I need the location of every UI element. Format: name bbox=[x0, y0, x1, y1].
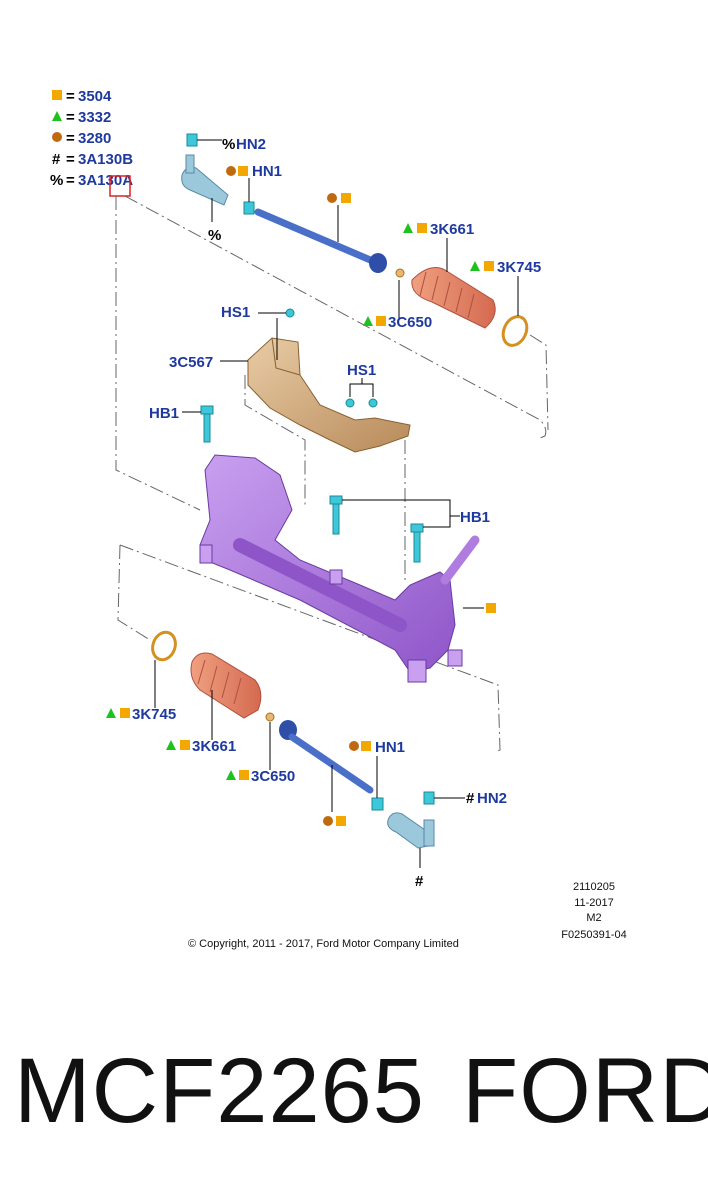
svg-text:HS1: HS1 bbox=[347, 362, 376, 379]
svg-text:3K661: 3K661 bbox=[192, 738, 236, 755]
drawing-info: 2110205 11-2017 M2 F0250391-04 bbox=[561, 881, 626, 941]
svg-text:HN2: HN2 bbox=[477, 790, 507, 807]
legend-item-circle: = 3280 bbox=[52, 130, 111, 147]
legend-item-hash: # = 3A130B bbox=[52, 151, 133, 168]
part-number: MCF2265 bbox=[14, 1040, 425, 1142]
svg-text:=: = bbox=[66, 130, 75, 147]
steering-rack-diagram: = 3504 = 3332 = 3280 # = 3A130B % = 3A13… bbox=[50, 88, 627, 950]
legend: = 3504 = 3332 = 3280 # = 3A130B % = 3A13… bbox=[50, 88, 133, 197]
heat-shield-3c567: 3C567 bbox=[169, 337, 411, 453]
svg-text:3K745: 3K745 bbox=[132, 706, 176, 723]
svg-text:3C650: 3C650 bbox=[251, 768, 295, 785]
ring-3k745-top: 3K745 bbox=[470, 259, 541, 347]
highlight-box bbox=[109, 175, 131, 197]
svg-text:=: = bbox=[66, 88, 75, 105]
clip-3c650-bot: 3C650 bbox=[226, 712, 295, 785]
svg-text:3504: 3504 bbox=[78, 88, 112, 105]
svg-text:3A130A: 3A130A bbox=[78, 172, 133, 189]
svg-text:HN2: HN2 bbox=[236, 136, 266, 153]
steering-gear-housing bbox=[199, 454, 496, 683]
svg-text:%: % bbox=[222, 136, 235, 153]
tie-rod-end-bot: # bbox=[387, 812, 435, 890]
legend-item-percent: % = 3A130A bbox=[50, 172, 133, 189]
legend-item-triangle: = 3332 bbox=[52, 109, 111, 126]
svg-text:HN1: HN1 bbox=[252, 163, 282, 180]
svg-text:3K745: 3K745 bbox=[497, 259, 541, 276]
legend-item-square: = 3504 bbox=[52, 88, 112, 105]
bolt-hb1-left: HB1 bbox=[149, 405, 214, 443]
svg-text:F0250391-04: F0250391-04 bbox=[561, 929, 626, 941]
inner-tie-rod-top bbox=[254, 193, 387, 273]
assembly-outline bbox=[115, 195, 549, 753]
screw-hs1-mid: HS1 bbox=[345, 362, 378, 408]
boot-3k661-top: 3K661 bbox=[403, 221, 496, 329]
nut-hn1-top: HN1 bbox=[226, 163, 282, 215]
svg-text:#: # bbox=[415, 873, 424, 890]
brand: FORD bbox=[462, 1040, 708, 1142]
nut-hn2-bot: # HN2 bbox=[423, 790, 507, 807]
svg-text:%: % bbox=[208, 227, 221, 244]
svg-text:3280: 3280 bbox=[78, 130, 111, 147]
svg-text:#: # bbox=[52, 151, 61, 168]
tie-rod-end-top: % bbox=[181, 154, 229, 244]
svg-text:M2: M2 bbox=[586, 912, 601, 924]
svg-text:HN1: HN1 bbox=[375, 739, 405, 756]
svg-text:%: % bbox=[50, 172, 63, 189]
svg-text:HB1: HB1 bbox=[149, 405, 179, 422]
clip-3c650-top: 3C650 bbox=[363, 268, 432, 331]
svg-text:11-2017: 11-2017 bbox=[574, 897, 614, 909]
svg-text:2110205: 2110205 bbox=[573, 881, 615, 893]
svg-text:#: # bbox=[466, 790, 475, 807]
svg-text:3C567: 3C567 bbox=[169, 354, 213, 371]
nut-hn2-top: % HN2 bbox=[186, 133, 266, 153]
bolt-hb1-right: HB1 bbox=[329, 495, 490, 563]
ring-3k745-bot: 3K745 bbox=[106, 630, 177, 723]
boot-3k661-bot: 3K661 bbox=[166, 652, 262, 755]
svg-text:3A130B: 3A130B bbox=[78, 151, 133, 168]
svg-text:HS1: HS1 bbox=[221, 304, 250, 321]
svg-text:=: = bbox=[66, 109, 75, 126]
svg-text:3K661: 3K661 bbox=[430, 221, 474, 238]
copyright: © Copyright, 2011 - 2017, Ford Motor Com… bbox=[188, 938, 459, 950]
svg-text:HB1: HB1 bbox=[460, 509, 490, 526]
svg-text:=: = bbox=[66, 151, 75, 168]
inner-tie-rod-bot bbox=[279, 720, 374, 826]
screw-hs1-left: HS1 bbox=[221, 304, 295, 360]
nut-hn1-bot: HN1 bbox=[349, 739, 405, 811]
svg-text:=: = bbox=[66, 172, 75, 189]
svg-text:3332: 3332 bbox=[78, 109, 111, 126]
svg-text:3C650: 3C650 bbox=[388, 314, 432, 331]
